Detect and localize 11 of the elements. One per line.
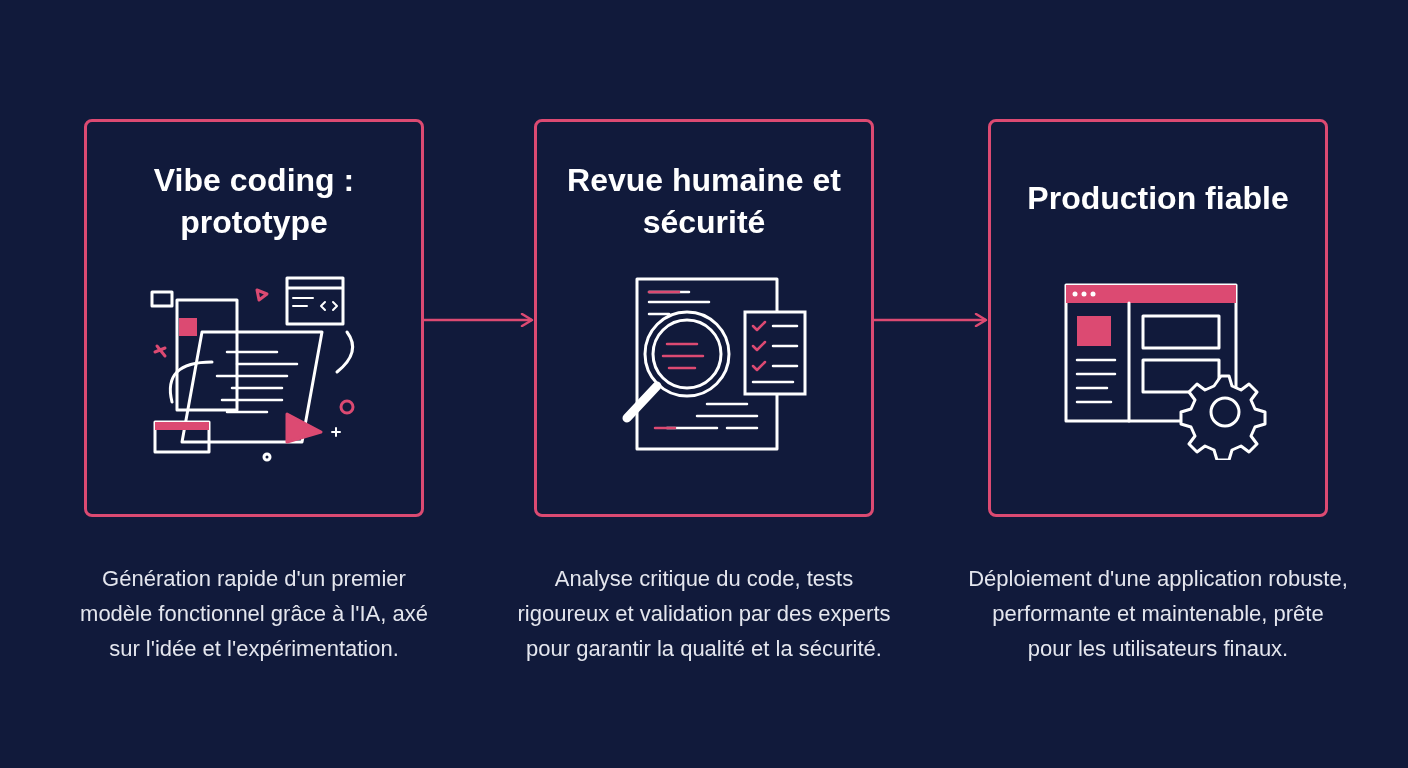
step-title: Revue humaine et sécurité <box>566 161 842 242</box>
step-box <box>534 119 874 517</box>
step-box <box>988 119 1328 517</box>
step-title: Vibe coding : prototype <box>152 161 356 242</box>
step-description: Déploiement d'une application robuste, performante et maintenable, prête pour les utilisateurs finaux. <box>968 565 1348 663</box>
step-title: Production fiable <box>1026 179 1290 218</box>
step-description: Analyse critique du code, tests rigoureux et validation par des experts pour garantir la qualité et la sécurité. <box>516 565 892 663</box>
arrow <box>424 312 534 328</box>
arrow <box>874 312 988 328</box>
step-box <box>84 119 424 517</box>
step-description: Génération rapide d'un premier modèle fonctionnel grâce à l'IA, axé sur l'idée et l'expérimentation. <box>79 565 429 663</box>
